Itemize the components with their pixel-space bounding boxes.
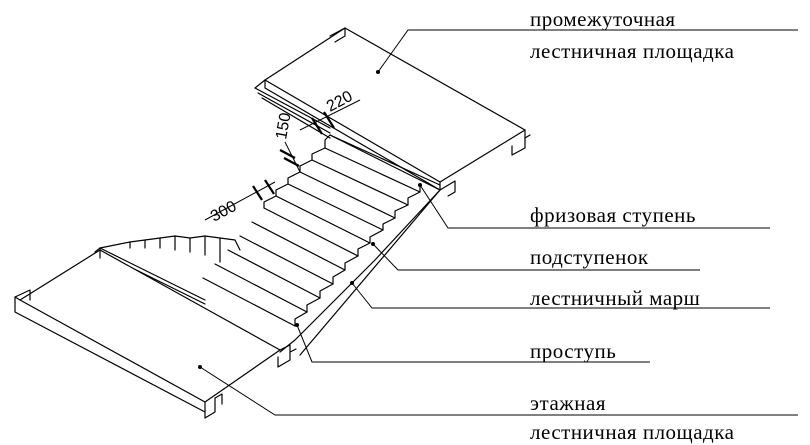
leaders [199,29,798,416]
label-riser: подступенок [530,245,649,269]
label-floor-landing-2: лестничная площадка [530,420,735,444]
label-tread: проступь [530,339,616,363]
label-floor-landing-1: этажная [530,391,606,415]
label-intermediate-landing-2: лестничная площадка [530,39,735,63]
dimension-label-300: 300 [208,198,240,226]
floor-landing [14,247,297,419]
stair-flight [202,134,441,356]
label-frieze-step: фризовая ступень [530,203,696,227]
dimension-150: 150 [273,111,301,173]
intermediate-landing [254,27,531,197]
label-intermediate-landing-1: промежуточная [530,7,676,31]
label-flight: лестничный марш [530,286,700,310]
dimension-label-150: 150 [273,111,294,140]
